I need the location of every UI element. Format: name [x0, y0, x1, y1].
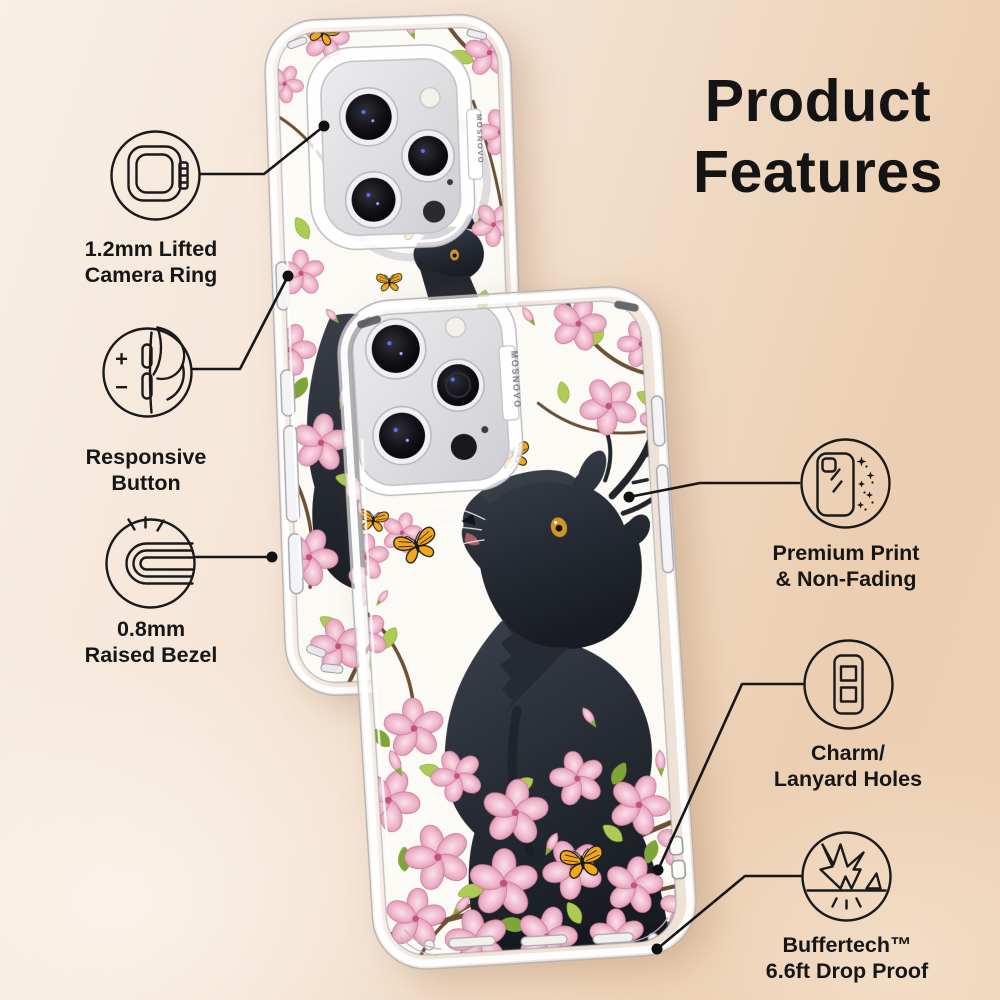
raised-bezel-icon [103, 516, 198, 611]
camera-lenses-back [338, 86, 455, 229]
premium-print-icon [798, 436, 893, 531]
dot-raised-bezel [266, 551, 278, 563]
brand-text-back: MOSNOVO [475, 114, 486, 165]
feature-label-premium-print: Premium Print & Non-Fading [735, 540, 957, 592]
camera-ring-tab-front [498, 345, 520, 421]
camera-mic-back [446, 179, 453, 186]
label-line: Premium Print [772, 541, 920, 565]
camera-flash-back [419, 86, 441, 109]
camera-lidar-back [423, 200, 446, 223]
camera-mic-front [481, 426, 489, 434]
minus-glyph: − [115, 375, 128, 400]
responsive-button-icon: + − [100, 325, 195, 420]
camera-ring-tab-back [466, 108, 484, 180]
plus-glyph: + [115, 347, 128, 372]
drop-proof-icon [799, 829, 894, 924]
page-title: Product Features [657, 66, 979, 208]
corner-bumpers-front [357, 300, 639, 329]
label-line: & Non-Fading [775, 567, 917, 591]
feature-label-raised-bezel: 0.8mm Raised Bezel [40, 616, 262, 668]
camera-flash-front [444, 316, 467, 338]
label-line: Raised Bezel [84, 643, 218, 667]
label-line: 0.8mm [116, 617, 186, 641]
feature-label-drop-proof: Buffertech™ 6.6ft Drop Proof [736, 932, 958, 984]
feature-label-charm-lanyard: Charm/ Lanyard Holes [737, 740, 959, 792]
label-line: 1.2mm Lifted [84, 237, 218, 261]
sparkles [856, 456, 875, 511]
feature-label-responsive-button: Responsive Button [35, 444, 257, 496]
phone-case-front: MOSNOVO [337, 286, 697, 970]
camera-lenses-front [364, 316, 489, 466]
feature-label-camera-ring: 1.2mm Lifted Camera Ring [40, 236, 262, 288]
title-line-1: Product [704, 68, 932, 134]
label-line: Buffertech™ [782, 933, 912, 957]
label-line: Button [111, 471, 181, 495]
camera-module-back: MOSNOVO [306, 44, 486, 251]
charm-lanyard-holes-icon [801, 637, 896, 732]
brand-text-front: MOSNOVO [509, 350, 523, 409]
case-front-artwork: MOSNOVO [349, 298, 679, 958]
corner-bumpers-back [287, 28, 488, 674]
label-line: Camera Ring [84, 263, 218, 287]
camera-lidar-front [450, 433, 477, 460]
title-line-2: Features [693, 139, 943, 205]
label-line: Responsive [85, 445, 207, 469]
case-back-artwork: MOSNOVO [276, 26, 520, 684]
label-line: Lanyard Holes [773, 767, 923, 791]
camera-module-front: MOSNOVO [349, 298, 524, 497]
camera-ring-icon [108, 128, 203, 223]
label-line: 6.6ft Drop Proof [765, 959, 929, 983]
label-line: Charm/ [810, 741, 886, 765]
